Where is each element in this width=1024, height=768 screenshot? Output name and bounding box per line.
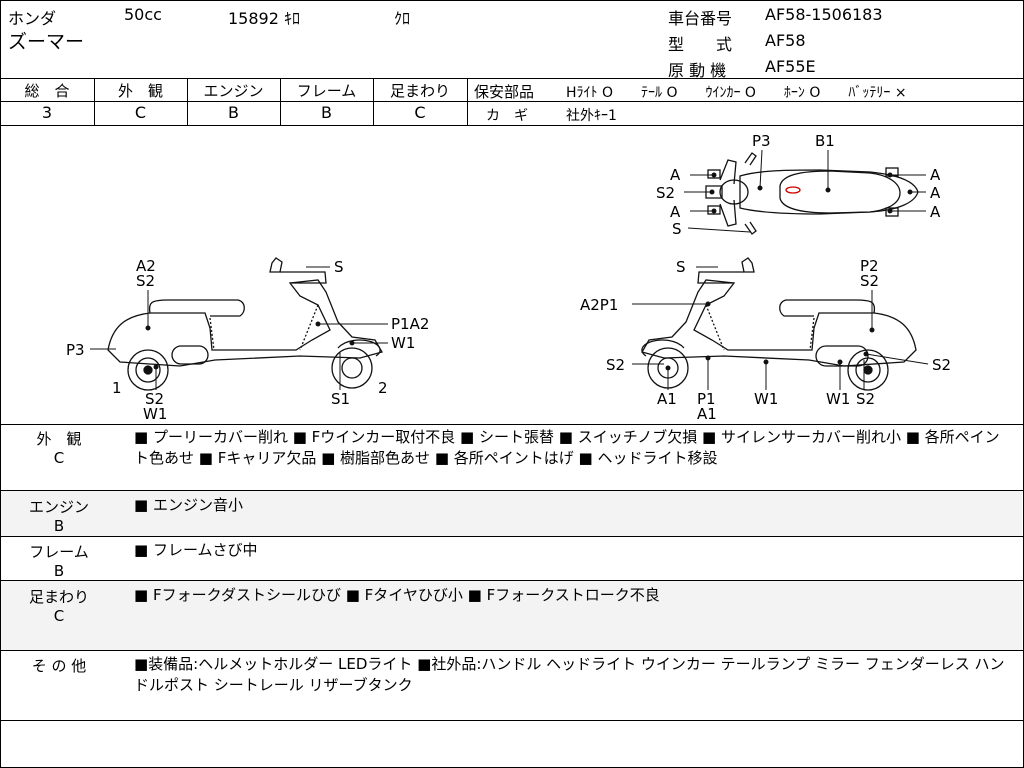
section-label: 外 観 <box>36 430 82 448</box>
divider <box>187 78 188 125</box>
row-shade <box>1 491 1022 536</box>
overall-value: 3 <box>41 103 53 122</box>
divider <box>0 720 1023 721</box>
label-a: A <box>930 184 941 202</box>
label-p2: P2 <box>860 257 879 275</box>
label-s2: S2 <box>856 390 875 408</box>
label-p3: P3 <box>752 132 771 150</box>
divider <box>0 78 1023 79</box>
engine-rating-label: エンジン <box>203 82 264 100</box>
engine-label: 原 動 機 <box>668 61 727 80</box>
model-code: AF58 <box>765 31 806 50</box>
divider <box>0 536 1023 537</box>
frame-no-label: 車台番号 <box>668 9 733 28</box>
label-p1a2: P1A2 <box>391 315 429 333</box>
label-a: A <box>930 166 941 184</box>
mileage: 15892 ｷﾛ <box>228 9 300 28</box>
safety-title: 保安部品 <box>474 83 535 101</box>
label-a1: A1 <box>697 405 717 423</box>
divider <box>0 125 1023 126</box>
overall-label: 総 合 <box>24 82 70 100</box>
top-view-pointers <box>684 149 926 233</box>
right-view-labels: S P2 S2 A2P1 S2 S2 A1 P1 A1 W1 W1 S2 <box>580 257 951 423</box>
top-view-labels: P3 B1 A S2 A S A A A <box>656 132 941 238</box>
label-1: 1 <box>112 379 122 397</box>
divider <box>0 650 1023 651</box>
frame-no: AF58-1506183 <box>765 5 883 24</box>
section-text: ■ Fフォークダストシールひび ■ Fタイヤひび小 ■ Fフォークストローク不良 <box>134 586 660 604</box>
section-grade: B <box>53 517 65 535</box>
label-s2: S2 <box>860 272 879 290</box>
section-grade: C <box>53 449 65 467</box>
maker: ホンダ <box>8 9 57 28</box>
section-label: そ の 他 <box>31 657 87 675</box>
divider <box>280 78 281 125</box>
label-s: S <box>676 258 686 276</box>
label-w1: W1 <box>143 405 167 423</box>
label-a1: A1 <box>657 390 677 408</box>
frame-rating-value: B <box>321 103 332 122</box>
section-text: ■ エンジン音小 <box>134 496 243 514</box>
divider <box>0 101 468 102</box>
label-a2: A2 <box>136 257 156 275</box>
label-w1: W1 <box>754 390 778 408</box>
scooter-diagram: A2 S2 S P1A2 W1 P3 1 S2 W1 S1 2 <box>66 132 951 423</box>
label-a2p1: A2P1 <box>580 296 618 314</box>
engine-rating-value: B <box>228 103 239 122</box>
divider <box>0 490 1023 491</box>
scooter-right-side-view <box>641 257 917 391</box>
label-a: A <box>670 203 681 221</box>
divider <box>0 580 1023 581</box>
label-p1: P1 <box>697 390 716 408</box>
key-value: 社外ｷｰ1 <box>566 108 617 124</box>
divider <box>468 101 1023 102</box>
section-text: ■ プーリーカバー削れ ■ Fウインカー取付不良 ■ シート張替 ■ スイッチノ… <box>134 428 1000 467</box>
label-2: 2 <box>378 379 388 397</box>
suspension-label: 足まわり <box>389 82 450 100</box>
key-label: カ ギ <box>486 108 528 124</box>
label-s2: S2 <box>932 356 951 374</box>
suspension-value: C <box>414 103 426 122</box>
label-a: A <box>670 166 681 184</box>
model-name: ズーマー <box>8 31 85 53</box>
engine-code: AF55E <box>765 57 816 76</box>
label-s2: S2 <box>606 356 625 374</box>
label-s2: S2 <box>656 184 675 202</box>
model-label: 型 式 <box>668 35 733 54</box>
row-shade <box>1 580 1022 650</box>
label-a: A <box>930 203 941 221</box>
right-view-pointers <box>632 266 929 390</box>
section-label: 足まわり <box>28 588 89 606</box>
label-s: S <box>334 258 344 276</box>
scooter-top-view <box>705 152 919 235</box>
label-s1: S1 <box>331 390 350 408</box>
divider <box>373 78 374 125</box>
scooter-left-side-view <box>107 257 383 391</box>
divider <box>94 78 95 125</box>
section-label: フレーム <box>29 543 89 561</box>
label-p3: P3 <box>66 341 85 359</box>
color: ｸﾛ <box>394 9 411 28</box>
section-text: ■装備品:ヘルメットホルダー LEDライト ■社外品:ハンドル ヘッドライト ウ… <box>134 655 1005 694</box>
label-w1: W1 <box>826 390 850 408</box>
divider <box>0 424 1023 425</box>
exterior-value: C <box>134 103 147 122</box>
label-b1: B1 <box>815 132 835 150</box>
section-grade: C <box>53 607 65 625</box>
label-s2: S2 <box>145 390 164 408</box>
label-w1: W1 <box>391 334 415 352</box>
frame-rating-label: フレーム <box>296 82 357 100</box>
section-text: ■ フレームさび中 <box>134 541 258 559</box>
left-view-pointers <box>90 266 388 390</box>
section-label: エンジン <box>28 498 89 516</box>
label-s2: S2 <box>136 272 155 290</box>
divider <box>467 78 468 125</box>
exterior-label: 外 観 <box>117 82 163 100</box>
section-grade: B <box>53 562 65 580</box>
displacement: 50cc <box>124 5 162 24</box>
label-s: S <box>672 220 682 238</box>
left-view-labels: A2 S2 S P1A2 W1 P3 1 S2 W1 S1 2 <box>66 257 429 423</box>
safety-items: Hﾗｲﾄ O ﾃｰﾙ O ｳｲﾝｶｰ O ﾎｰﾝ O ﾊﾞｯﾃﾘｰ × <box>566 85 907 101</box>
